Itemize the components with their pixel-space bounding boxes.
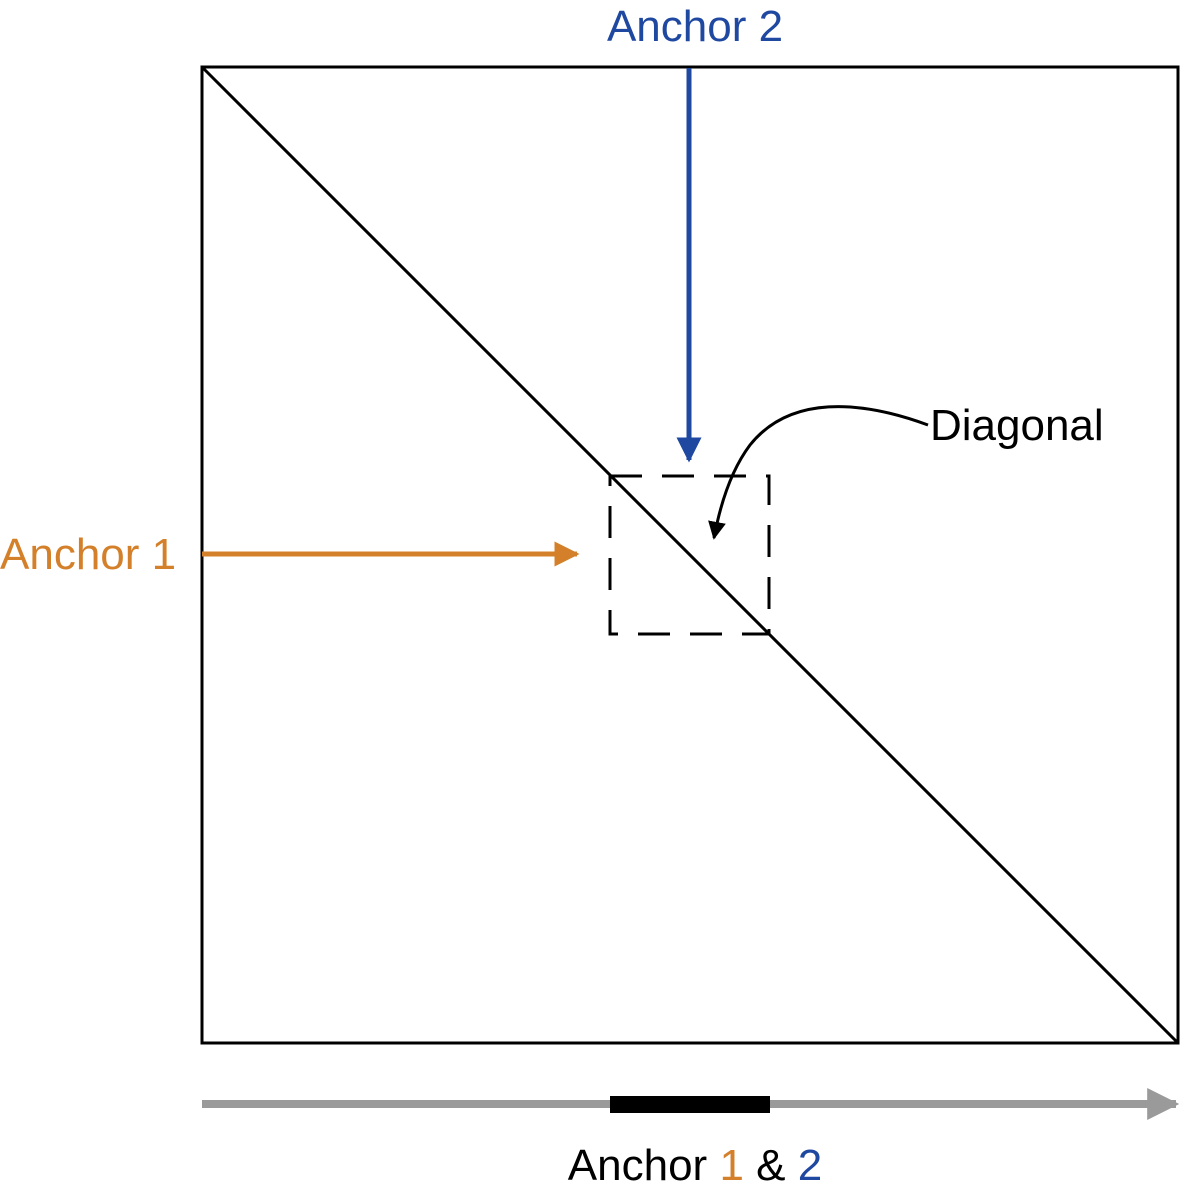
anchor-2-label: Anchor 2 [607, 2, 783, 51]
anchor-segment-bar [610, 1096, 770, 1113]
anchor-1-and-2-label: Anchor 1 & 2 [568, 1141, 822, 1190]
ampersand: & [744, 1141, 798, 1190]
anchor-number-2: 2 [798, 1141, 822, 1190]
anchor-region-box [608, 474, 771, 636]
diagonal-label: Diagonal [930, 401, 1104, 450]
diagonal-line [200, 65, 1180, 1045]
anchor-1-label: Anchor 1 [0, 530, 176, 579]
anchor-number-1: 1 [719, 1141, 743, 1190]
diagonal-pointer-arrow [708, 405, 929, 540]
anchor-word: Anchor [568, 1141, 720, 1190]
